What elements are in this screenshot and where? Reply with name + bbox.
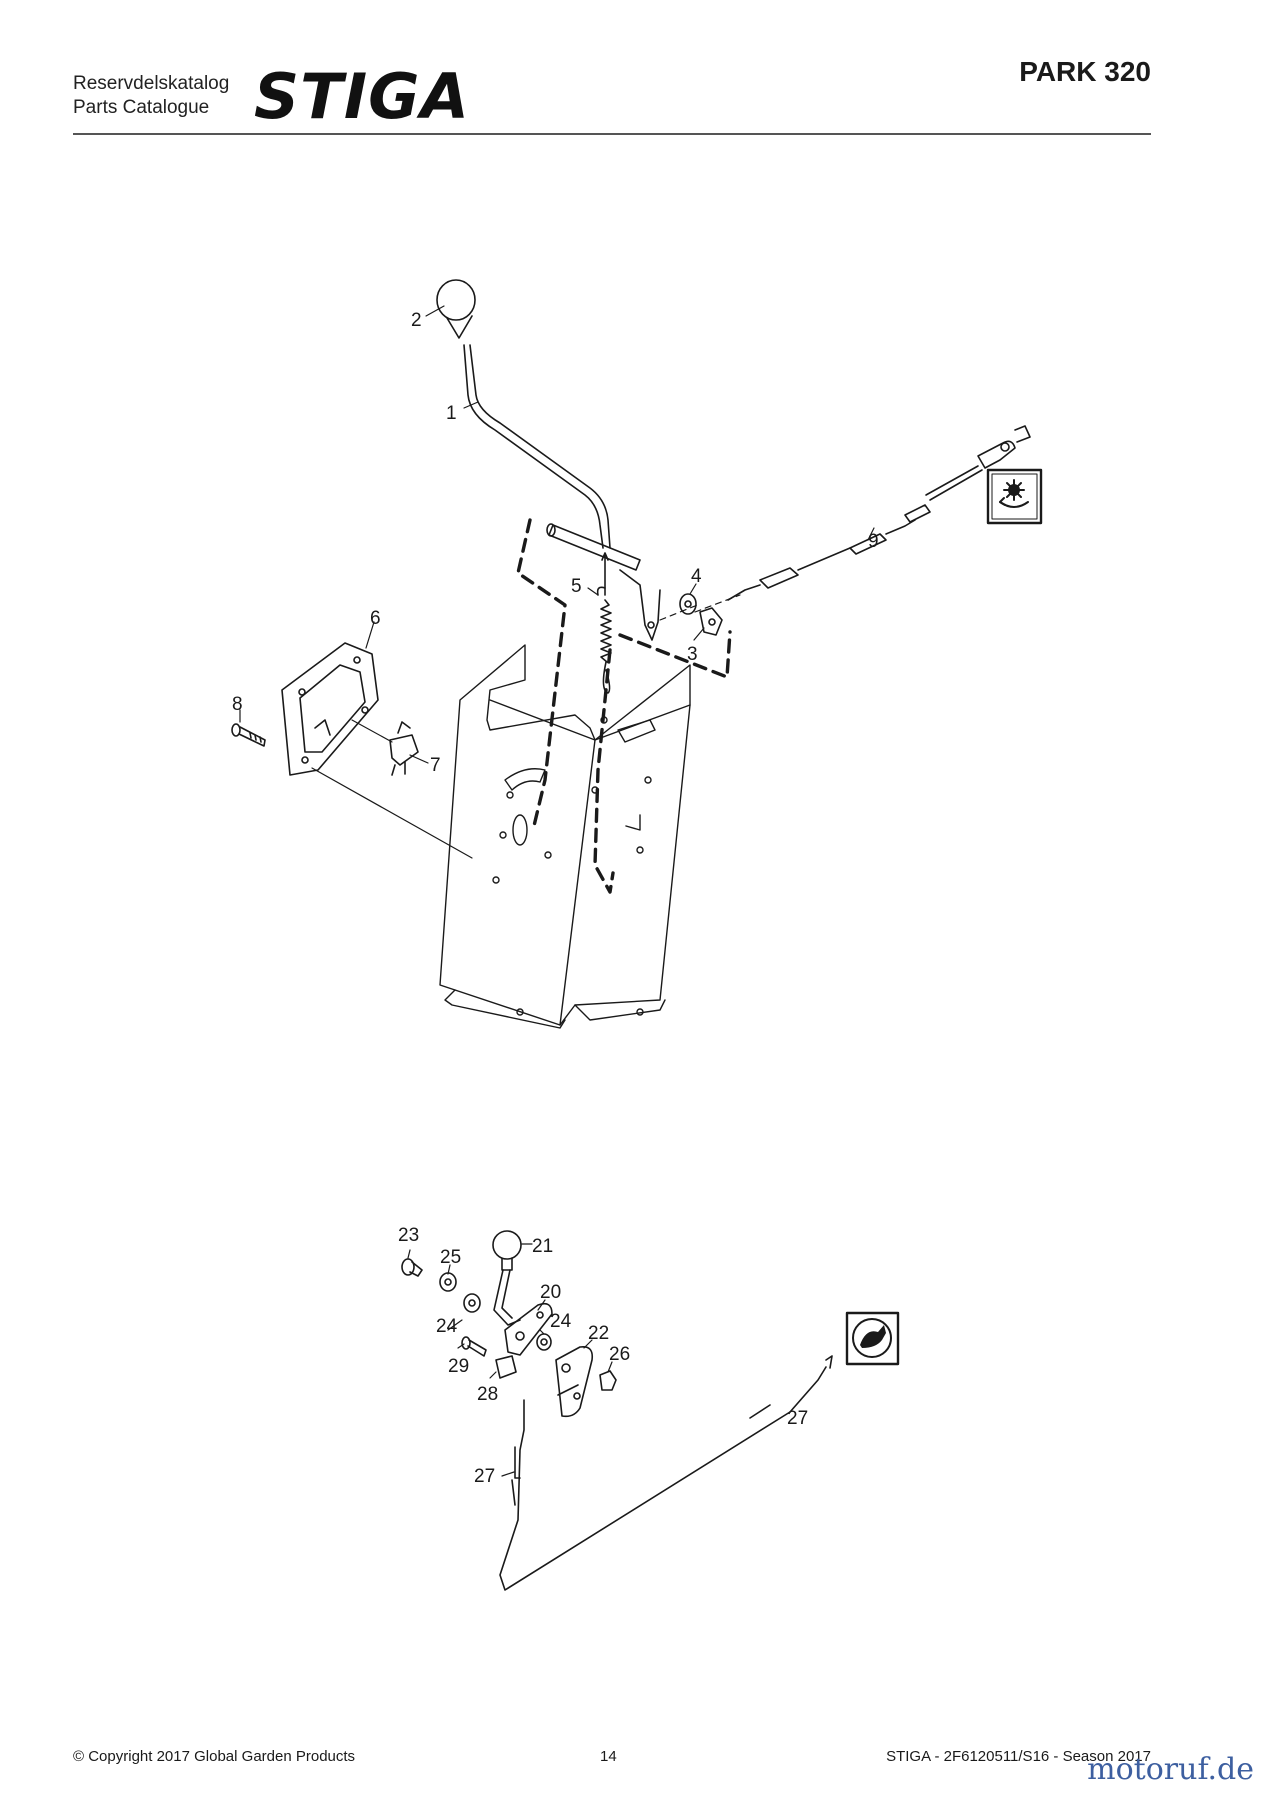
catalog-label-english: Parts Catalogue bbox=[73, 97, 210, 118]
footer-page-number: 14 bbox=[600, 1748, 617, 1765]
switch-bracket-6 bbox=[281, 642, 379, 776]
lever-knob bbox=[436, 279, 476, 339]
stiga-logo: STIGA bbox=[254, 64, 470, 124]
callout-5: 5 bbox=[571, 576, 582, 597]
callout-22: 22 bbox=[588, 1323, 609, 1344]
bracket-22 bbox=[555, 1345, 594, 1418]
callout-28: 28 bbox=[477, 1384, 498, 1405]
callout-27-right: 27 bbox=[787, 1408, 808, 1429]
callout-9: 9 bbox=[868, 531, 879, 552]
clamp-28 bbox=[495, 1355, 517, 1379]
washer-25 bbox=[439, 1272, 457, 1292]
callout-25: 25 bbox=[440, 1247, 461, 1268]
callout-24a: 24 bbox=[436, 1316, 458, 1337]
callout-8: 8 bbox=[232, 694, 243, 715]
footer-document-reference: STIGA - 2F6120511/S16 - Season 2017 bbox=[886, 1748, 1151, 1765]
blade-symbol-box bbox=[986, 468, 1043, 525]
bolt-8 bbox=[231, 723, 266, 747]
callout-29: 29 bbox=[448, 1356, 469, 1377]
bolt-leader-lines bbox=[311, 719, 473, 859]
callout-23: 23 bbox=[398, 1225, 419, 1246]
callout-27-left: 27 bbox=[474, 1466, 495, 1487]
throttle-knob-21 bbox=[492, 1230, 522, 1326]
callout-1: 1 bbox=[446, 403, 457, 424]
pivot-tube bbox=[546, 523, 661, 641]
catalog-labels: Reservdelskatalog Parts Catalogue bbox=[73, 72, 229, 120]
callout-21: 21 bbox=[532, 1236, 553, 1257]
lever-plate-20 bbox=[504, 1302, 553, 1356]
washer-24a bbox=[463, 1293, 481, 1313]
callout-4: 4 bbox=[691, 566, 702, 587]
callout-6: 6 bbox=[370, 608, 381, 629]
washer-24b bbox=[536, 1333, 552, 1351]
callout-7: 7 bbox=[430, 755, 441, 776]
svg-text:STIGA: STIGA bbox=[254, 64, 470, 124]
callout-2: 2 bbox=[411, 310, 422, 331]
lever-rod bbox=[463, 344, 611, 549]
cable-9 bbox=[727, 425, 1031, 601]
callout-3: 3 bbox=[687, 644, 698, 665]
washer-4 bbox=[679, 593, 697, 615]
lower-assembly: 20 21 22 23 24 24 25 26 27 27 28 29 bbox=[398, 1225, 900, 1591]
column-housing bbox=[439, 644, 691, 1029]
microswitch-7 bbox=[389, 721, 419, 776]
upper-assembly: 1 2 3 4 5 6 7 8 9 bbox=[231, 279, 1043, 1029]
callout-20: 20 bbox=[540, 1282, 561, 1303]
header-divider bbox=[73, 133, 1151, 135]
footer-copyright: © Copyright 2017 Global Garden Products bbox=[73, 1748, 356, 1765]
bolt-23 bbox=[401, 1258, 423, 1277]
throttle-symbol-box bbox=[845, 1311, 900, 1366]
throttle-rabbit-icon bbox=[860, 1325, 886, 1348]
upper-callout-leaders bbox=[239, 305, 875, 764]
upper-thin-dashes bbox=[659, 594, 741, 621]
screw-29 bbox=[461, 1336, 487, 1357]
callout-26: 26 bbox=[609, 1344, 630, 1365]
model-title: PARK 320 bbox=[1019, 56, 1151, 87]
upper-guide-lines bbox=[516, 518, 732, 894]
nut-26 bbox=[599, 1370, 617, 1391]
blade-engage-icon bbox=[999, 479, 1029, 508]
callout-24b: 24 bbox=[550, 1311, 572, 1332]
watermark: motoruf.de bbox=[1087, 1752, 1254, 1787]
nut-3 bbox=[699, 607, 723, 636]
cable-27 bbox=[499, 1355, 833, 1591]
lower-callout-leaders bbox=[407, 1243, 613, 1477]
catalog-label-swedish: Reservdelskatalog bbox=[73, 73, 230, 94]
